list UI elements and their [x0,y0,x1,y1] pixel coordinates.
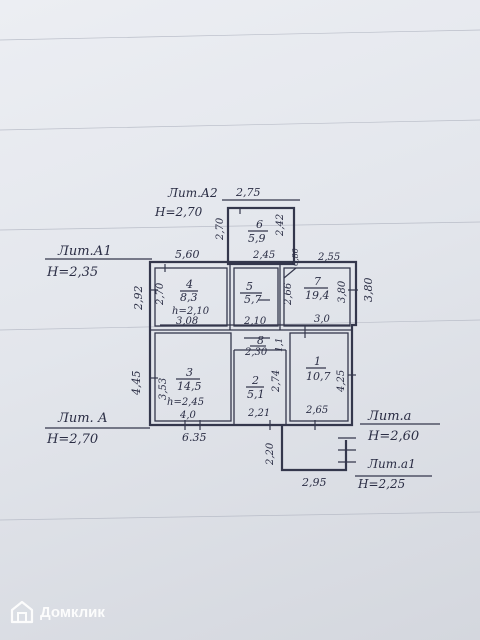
building-outline [148,260,358,427]
paper-lines [0,29,480,521]
dim-room1-right: 4,25 [336,370,347,393]
label-h-a: H=2,70 [46,432,98,447]
room-4: 4 8,3 h=2,10 [172,278,210,317]
label-h-a2: H=2,70 [154,205,203,219]
dim-room4-bottom: 3,08 [176,316,198,327]
dim-a2-bottom: 2,45 [252,250,275,261]
dim-room3-bottom: 4,0 [179,410,197,421]
room-height: h=2,45 [167,397,204,408]
dim-corridor-top: 3,0 [314,314,331,325]
room-height: h=2,10 [172,306,210,317]
room-number: 7 [314,275,321,288]
room-area: 5,1 [247,388,265,401]
label-h-a1: H=2,35 [46,265,98,280]
dim-room7-left: 2,66 [283,282,294,306]
dim-room2-right: 2,74 [271,370,282,393]
dim-bottom-total: 6.35 [182,431,207,444]
label-leaders [45,258,440,477]
room-number: 6 [256,218,263,231]
dim-room7-right: 3,80 [337,280,348,303]
dim-corridor-width: 2,30 [244,347,268,358]
room-2: 2 5,1 [246,374,265,401]
label-lit-a1-small: Лит.а1 [367,457,416,471]
dim-a2-left: 2,70 [215,217,226,241]
label-h-a1-small: H=2,25 [357,477,405,491]
room-6: 6 5,9 [248,218,268,245]
watermark-brand: Домклик [40,603,105,621]
dim-outer-left-bottom: 4,45 [130,371,143,397]
dim-porch-bottom: 2,95 [301,476,327,489]
room-area: 5,9 [248,232,266,245]
annex-a2 [222,199,300,266]
room-7: 7 19,4 [304,275,330,302]
room-1: 1 10,7 [306,355,331,383]
label-lit-a-small: Лит.а [367,409,411,424]
room-area: 14,5 [177,380,202,393]
dim-room7-right-outer: 3,80 [362,278,375,303]
dim-room4-left: 2,70 [155,282,166,306]
room-8: 8 [244,334,270,347]
room-number: 1 [314,355,321,368]
room-5: 5 5,7 [240,280,262,306]
dim-top-main: 5,60 [175,248,200,261]
porch-a1 [280,425,356,472]
dim-outer-left-top: 2,92 [132,286,145,312]
dim-room7-corner: 0,80 [291,248,300,266]
dim-top-a2: 2,75 [235,186,261,199]
label-lit-a: Лит. А [57,411,108,426]
room-area: 8,3 [180,291,198,304]
room-area: 19,4 [305,289,330,302]
domclick-logo-icon [10,600,34,624]
room-number: 2 [251,374,259,387]
room-number: 3 [186,366,193,379]
dim-corridor-side: 1,1 [275,338,285,352]
label-lit-a2: Лит.А2 [167,186,218,200]
room-number: 8 [257,334,264,347]
room-area: 5,7 [244,293,262,306]
dim-room2-bottom: 2,21 [247,408,270,419]
dim-room5-bottom: 2,10 [243,316,267,327]
dim-porch-left: 2,20 [265,442,276,466]
label-lit-a1: Лит.А1 [57,244,112,259]
room-3: 3 14,5 h=2,45 [167,366,204,408]
window-marks [150,208,358,430]
dim-room7-top: 2,55 [317,252,340,263]
room-number: 5 [246,280,253,293]
room-number: 4 [185,278,193,291]
dim-a2-right: 2,42 [275,214,286,237]
label-h-a-small: H=2,60 [367,429,419,444]
dim-room1-bottom: 2,65 [305,405,328,416]
room-area: 10,7 [306,370,331,383]
dim-room3-left: 3,53 [158,378,169,400]
domclick-watermark: Домклик [10,600,105,624]
